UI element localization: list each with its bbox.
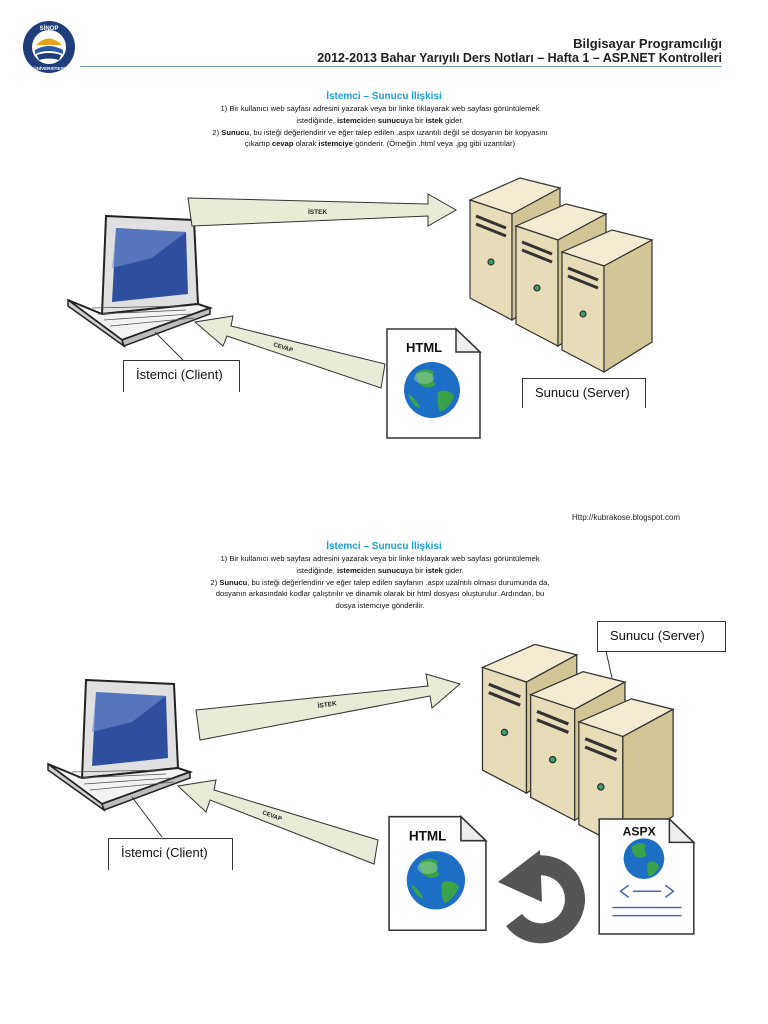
response-arrow: CEVAP — [176, 779, 379, 865]
response-label: CEVAP — [272, 342, 293, 354]
s1-line3: 2) Sunucu, bu isteği değerlendirir ve eğ… — [212, 127, 548, 137]
request-label: İSTEK — [317, 699, 337, 710]
globe-icon — [623, 838, 665, 880]
convert-arrow-icon — [498, 850, 585, 944]
request-arrow: İSTEK — [195, 673, 462, 741]
section2-title: İstemci – Sunucu İlişkisi — [326, 541, 442, 552]
laptop-icon — [47, 678, 194, 812]
html-doc-label: HTML — [406, 340, 442, 355]
server-tower — [560, 229, 654, 374]
s1-line2: istediğinde, istemciden sunucuya bir ist… — [296, 115, 464, 125]
logo-year: 2007 — [46, 48, 53, 52]
server-tower — [577, 698, 675, 849]
request-arrow: İSTEK — [187, 193, 458, 227]
server-label: Sunucu (Server) — [522, 378, 646, 408]
aspx-doc-label: ASPX — [623, 824, 657, 838]
client-label: İstemci (Client) — [108, 838, 233, 870]
source-url: Http://kubrakose.blogspot.com — [572, 513, 681, 522]
s2-line5: dosya istemciye gönderilir. — [335, 601, 425, 611]
response-arrow: CEVAP — [193, 315, 386, 389]
section1-paragraph: 1) Bir kullanıcı web sayfası adresini ya… — [130, 103, 630, 150]
client-label: İstemci (Client) — [123, 360, 240, 392]
globe-icon — [406, 851, 466, 910]
s1-line4: çıkartıp cevap olarak istemciye gönderir… — [244, 139, 516, 149]
server-callout-line — [605, 650, 613, 679]
header-divider — [80, 66, 722, 67]
s2-line4: dosyanın arkasındaki kodlar çalıştırılır… — [215, 589, 545, 599]
request-label: İSTEK — [308, 208, 327, 216]
s2-line1: 1) Bir kullanıcı web sayfası adresini ya… — [220, 554, 540, 563]
html-document-icon: HTML — [386, 327, 482, 439]
section2-paragraph: 1) Bir kullanıcı web sayfası adresini ya… — [120, 553, 640, 612]
header-course: Bilgisayar Programcılığı — [573, 36, 722, 51]
server-stack-icon — [480, 643, 675, 849]
section1-title: İstemci – Sunucu İlişkisi — [326, 91, 442, 102]
aspx-document-icon: ASPX — [598, 817, 696, 935]
s1-line1: 1) Bir kullanıcı web sayfası adresini ya… — [220, 104, 540, 113]
s2-line3: 2) Sunucu, bu isteği değerlendirir ve eğ… — [210, 577, 550, 587]
globe-icon — [404, 362, 460, 418]
laptop-icon — [67, 214, 214, 348]
logo-top-text: SİNOP — [40, 25, 59, 32]
header-subtitle: 2012-2013 Bahar Yarıyılı Ders Notları – … — [317, 51, 722, 65]
client-callout-line — [131, 796, 163, 838]
server-stack-icon — [468, 177, 654, 374]
s2-line2: istediğinde, istemciden sunucuya bir ist… — [296, 565, 464, 575]
university-logo: SİNOP ÜNİVERSİTESİ 2007 — [23, 21, 75, 73]
client-callout-line — [154, 331, 184, 361]
html-document-icon: HTML — [388, 814, 488, 932]
code-brackets-icon — [612, 884, 682, 917]
server-label: Sunucu (Server) — [597, 621, 726, 652]
logo-bottom-text: ÜNİVERSİTESİ — [33, 65, 64, 71]
html-doc-label: HTML — [409, 829, 447, 844]
